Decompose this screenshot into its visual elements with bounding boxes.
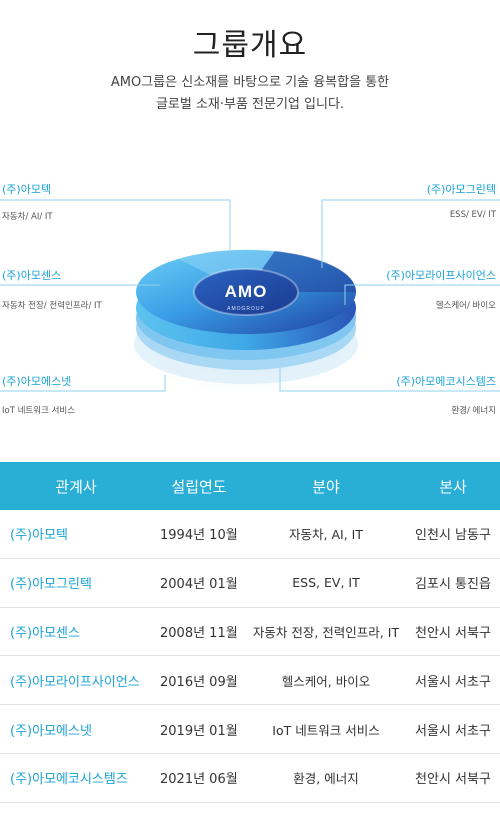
row-field: 헬스케어, 바이오	[281, 673, 371, 689]
row-hq: 서울시 서초구	[415, 674, 491, 690]
table-header: 관계사 설립연도 분야 본사	[0, 462, 500, 510]
row-field: ESS, EV, IT	[292, 575, 360, 591]
diagram-left-3-desc: IoT 네트워크 서비스	[2, 406, 76, 416]
row-field: IoT 네트워크 서비스	[272, 722, 380, 738]
row-company[interactable]: (주)아모라이프사이언스	[10, 674, 140, 690]
diagram-left-1-name: (주)아모텍	[2, 183, 52, 196]
diagram-right-1-desc: ESS/ EV/ IT	[449, 210, 496, 220]
row-hq: 서울시 서초구	[415, 723, 491, 739]
row-field: 환경, 에너지	[293, 771, 359, 787]
disc-illustration: AMO AMOGROUP	[0, 199, 500, 398]
diagram-right-1-name: (주)아모그린텍	[426, 183, 496, 196]
table-row: (주)아모센스 2008년 11월 자동차 전장, 전력인프라, IT 천안시 …	[0, 608, 500, 657]
row-founded: 2008년 11월	[160, 625, 238, 641]
row-hq: 천안시 서북구	[415, 625, 491, 641]
table-row: (주)아모라이프사이언스 2016년 09월 헬스케어, 바이오 서울시 서초구	[0, 656, 500, 706]
row-hq: 인천시 남동구	[415, 528, 491, 544]
connector-lines	[0, 199, 500, 392]
intro-line-2: 글로벌 소재·부품 전문기업 입니다.	[155, 97, 345, 112]
row-founded: 2004년 01월	[160, 577, 238, 593]
page-title: 그룹개요	[192, 28, 308, 63]
logo-badge	[193, 268, 299, 316]
row-company[interactable]: (주)아모에스넷	[10, 723, 92, 739]
diagram-left-2-name: (주)아모센스	[2, 269, 62, 282]
logo-sub: AMOGROUP	[227, 306, 265, 312]
diagram-right-3-desc: 환경/ 에너지	[451, 406, 496, 416]
row-field: 자동차 전장, 전력인프라, IT	[252, 624, 400, 640]
table-row: (주)아모텍 1994년 10월 자동차, AI, IT 인천시 남동구	[0, 510, 500, 559]
diagram-left-2-desc: 자동차 전장/ 전력인프라/ IT	[2, 301, 102, 311]
diagram-left-1-desc: 자동차/ AI/ IT	[2, 212, 53, 222]
intro-line-1: AMO그룹은 신소재를 바탕으로 기술 융복합을 통한	[110, 75, 390, 90]
diagram-left-3-name: (주)아모에스넷	[2, 375, 72, 388]
row-company[interactable]: (주)아모에코시스템즈	[10, 772, 128, 788]
header-field: 분야	[312, 477, 340, 496]
diagram-right-3-name: (주)아모에코시스템즈	[396, 375, 496, 388]
table-row: (주)아모에스넷 2019년 01월 IoT 네트워크 서비스 서울시 서초구	[0, 705, 500, 754]
row-field: 자동차, AI, IT	[289, 527, 363, 543]
table-row: (주)아모에코시스템즈 2021년 06월 환경, 에너지 천안시 서북구	[0, 754, 500, 803]
logo-main: AMO	[225, 282, 268, 301]
group-diagram: AMO AMOGROUP (주)아모텍 자동차/ AI/ IT (주)아모센스 …	[0, 150, 500, 440]
row-founded: 2019년 01월	[160, 723, 238, 739]
row-company[interactable]: (주)아모텍	[10, 528, 68, 544]
diagram-right-2-name: (주)아모라이프사이언스	[386, 269, 496, 282]
row-founded: 2016년 09월	[160, 674, 238, 690]
row-company[interactable]: (주)아모센스	[10, 625, 80, 641]
row-hq: 천안시 서북구	[415, 772, 491, 788]
affiliates-table: 관계사 설립연도 분야 본사 (주)아모텍 1994년 10월 자동차, AI,…	[0, 462, 500, 803]
row-founded: 2021년 06월	[160, 772, 238, 788]
row-founded: 1994년 10월	[160, 528, 238, 544]
header-company: 관계사	[55, 477, 97, 496]
header-hq: 본사	[439, 477, 467, 496]
intro-text: AMO그룹은 신소재를 바탕으로 기술 융복합을 통한 글로벌 소재·부품 전문…	[0, 72, 500, 116]
diagram-right-2-desc: 헬스케어/ 바이오	[435, 301, 496, 311]
row-hq: 김포시 통진읍	[415, 577, 491, 593]
table-row: (주)아모그린텍 2004년 01월 ESS, EV, IT 김포시 통진읍	[0, 559, 500, 608]
row-company[interactable]: (주)아모그린텍	[10, 577, 92, 593]
header-founded: 설립연도	[171, 477, 227, 496]
